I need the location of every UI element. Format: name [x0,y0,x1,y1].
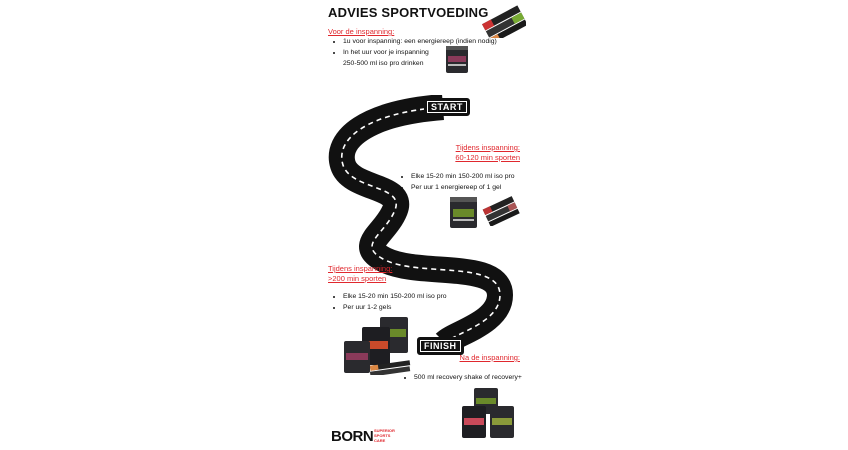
during-short-heading-line1: Tijdens inspanning: [455,143,520,152]
list-item-continuation: 250-500 ml iso pro drinken [343,60,424,67]
during-short-heading-line2: 60-120 min sporten [455,153,520,162]
born-logo: BORN [331,428,374,445]
during-long-heading-line2: >200 min sporten [328,274,387,283]
list-item: Elke 15-20 min 150-200 ml iso pro [411,172,560,182]
during-long-heading-line1: Tijdens inspanning: [328,264,393,273]
during-long-heading: Tijdens inspanning: >200 min sporten [328,264,392,284]
race-road [328,95,514,350]
before-heading: Voor de inspanning: [328,27,395,36]
during-long-list: Elke 15-20 min 150-200 ml iso pro Per uu… [332,292,492,314]
page-title: ADVIES SPORTVOEDING [328,5,489,20]
after-list: 500 ml recovery shake of recovery+ [403,373,563,384]
recovery-tubs-image [462,388,514,438]
iso-pro-tub-image [450,197,477,228]
start-badge: START [424,98,470,116]
list-item: Per uur 1-2 gels [343,303,492,313]
energy-gels-image [482,196,520,226]
born-tagline: SUPERIOR SPORTS CARE [374,428,395,443]
list-item: 1u voor inspanning: een energiereep (ind… [343,37,512,47]
list-item: In het uur voor je inspanning [343,48,512,58]
finish-badge: FINISH [417,337,464,355]
before-list: 1u voor inspanning: een energiereep (ind… [332,37,512,69]
iso-pro-tub-image [446,46,468,73]
during-short-list: Elke 15-20 min 150-200 ml iso pro Per uu… [400,172,560,194]
list-item: Per uur 1 energiereep of 1 gel [411,183,560,193]
during-short-heading: Tijdens inspanning: 60-120 min sporten [440,143,520,163]
list-item: 500 ml recovery shake of recovery+ [414,373,563,383]
after-heading: Na de inspanning: [459,353,520,362]
product-stack-image [344,317,411,375]
list-item: Elke 15-20 min 150-200 ml iso pro [343,292,492,302]
energy-bars-image [482,5,526,38]
